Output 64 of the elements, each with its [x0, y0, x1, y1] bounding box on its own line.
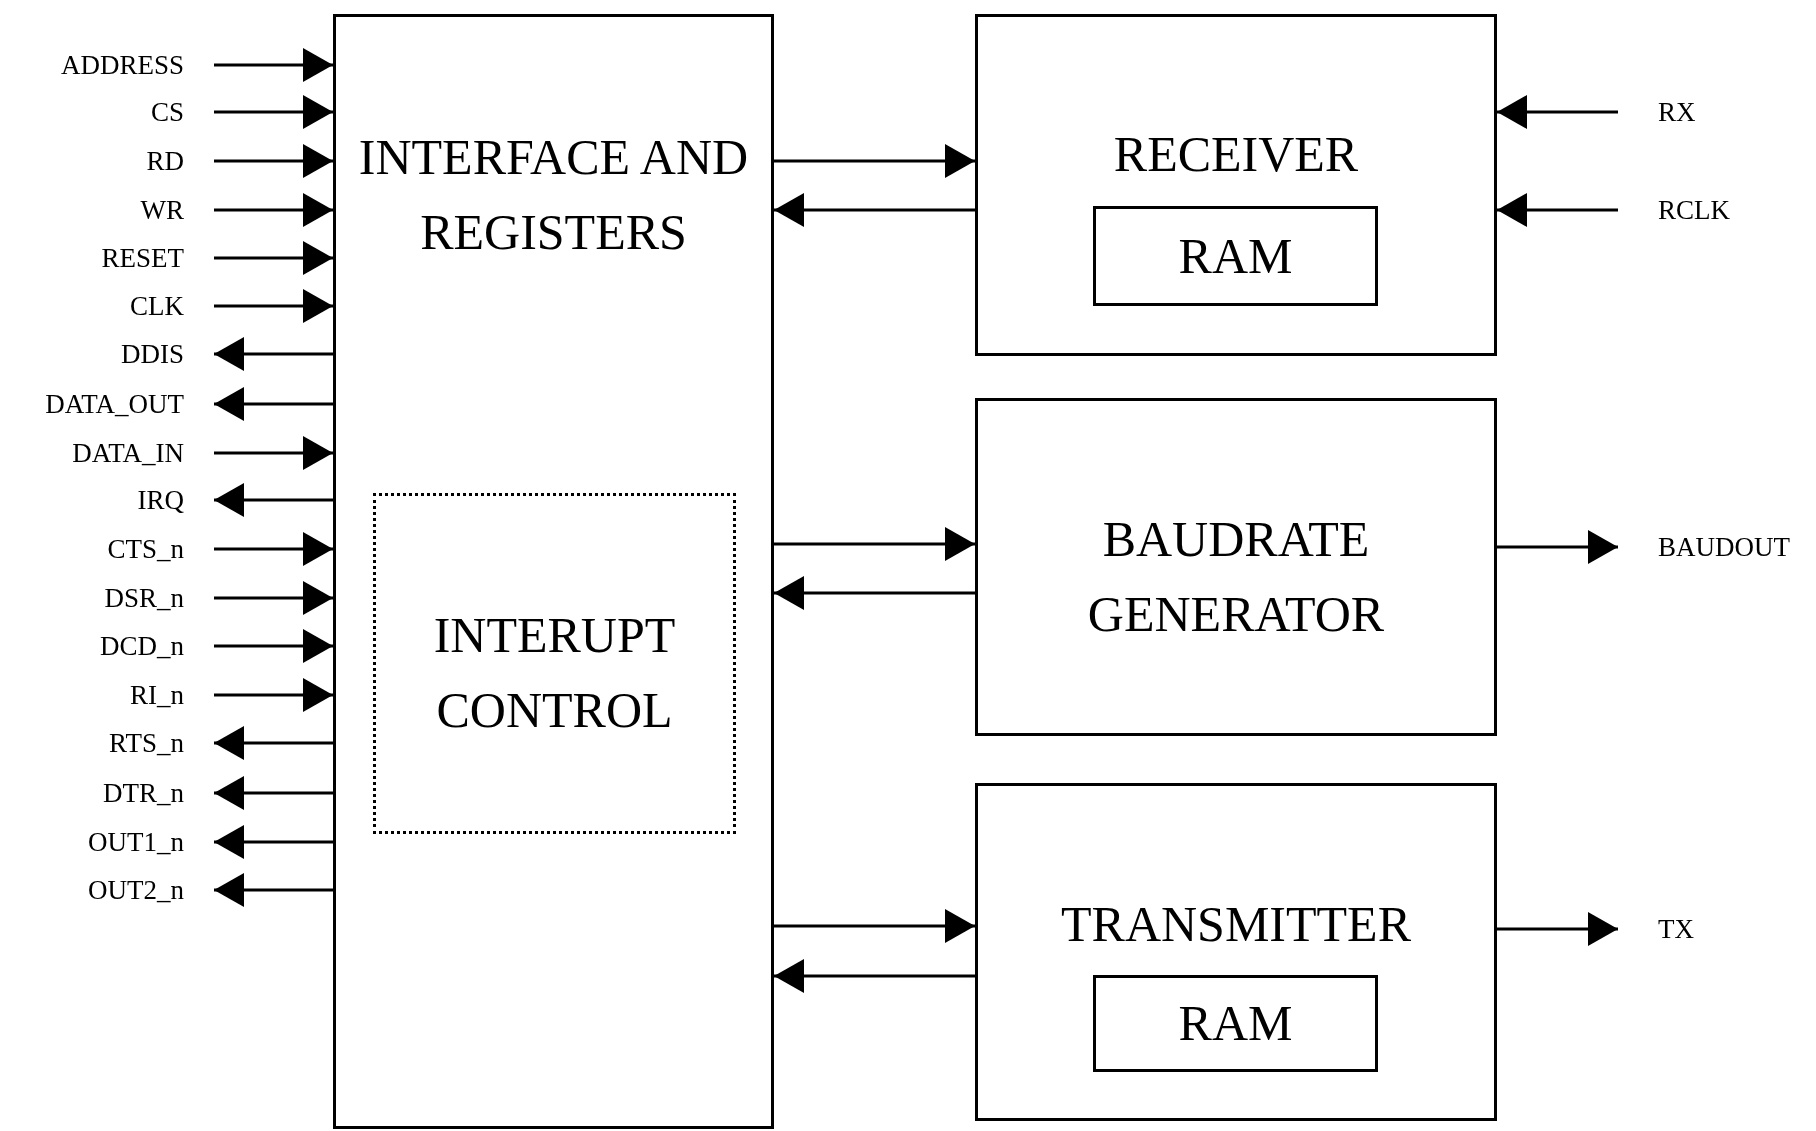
signal-label: DTR_n — [103, 776, 214, 810]
signal-label: RD — [146, 144, 214, 178]
arrow — [214, 193, 333, 227]
arrow — [1497, 95, 1618, 129]
arrow — [214, 873, 333, 907]
arrow — [214, 289, 333, 323]
arrow — [214, 581, 333, 615]
arrow — [214, 678, 333, 712]
arrow — [214, 436, 333, 470]
arrow — [214, 241, 333, 275]
block-title: RAM — [1178, 994, 1293, 1053]
arrow — [774, 144, 975, 178]
signal-label: DCD_n — [100, 629, 214, 663]
arrow — [1497, 530, 1618, 564]
arrow — [774, 909, 975, 943]
arrow — [214, 95, 333, 129]
memory-box — [1093, 206, 1378, 306]
block-title: TRANSMITTER — [1061, 895, 1411, 954]
signal-label: BAUDOUT — [1618, 530, 1790, 564]
signal-label: DATA_OUT — [45, 387, 214, 421]
arrow — [774, 959, 975, 993]
signal-label: RCLK — [1618, 193, 1730, 227]
arrow — [774, 527, 975, 561]
signal-label: TX — [1618, 912, 1694, 946]
arrow — [214, 825, 333, 859]
arrow — [214, 532, 333, 566]
arrow — [1497, 912, 1618, 946]
signal-label: RI_n — [130, 678, 214, 712]
block-title: BAUDRATE GENERATOR — [1086, 510, 1386, 644]
memory-box — [1093, 975, 1378, 1072]
signal-label: ADDRESS — [60, 48, 214, 82]
block-title: INTERFACE AND REGISTERS — [357, 128, 750, 262]
signal-label: RTS_n — [109, 726, 214, 760]
block-box — [975, 398, 1497, 736]
signal-label: CS — [150, 95, 214, 129]
block-title: RAM — [1178, 227, 1293, 286]
arrow — [214, 629, 333, 663]
block-title: RECEIVER — [1113, 125, 1359, 184]
signal-label: OUT2_n — [88, 873, 214, 907]
signal-label: IRQ — [137, 483, 214, 517]
arrow — [214, 483, 333, 517]
signal-label: RESET — [101, 241, 214, 275]
dotted-region — [373, 493, 736, 834]
signal-label: WR — [140, 193, 214, 227]
arrow — [214, 387, 333, 421]
arrow — [214, 776, 333, 810]
arrow — [1497, 193, 1618, 227]
block-box — [333, 14, 774, 1129]
arrow — [774, 576, 975, 610]
signal-label: OUT1_n — [88, 825, 214, 859]
signal-label: DDIS — [121, 337, 214, 371]
block-box — [975, 14, 1497, 356]
block-box — [975, 783, 1497, 1121]
signal-label: CTS_n — [107, 532, 214, 566]
arrow — [214, 726, 333, 760]
block-title: INTERUPT CONTROL — [432, 606, 677, 740]
signal-label: RX — [1618, 95, 1696, 129]
signal-label: DATA_IN — [72, 436, 214, 470]
arrow — [214, 144, 333, 178]
arrow — [214, 48, 333, 82]
arrow — [774, 193, 975, 227]
arrow — [214, 337, 333, 371]
signal-label: CLK — [130, 289, 214, 323]
signal-label: DSR_n — [104, 581, 214, 615]
